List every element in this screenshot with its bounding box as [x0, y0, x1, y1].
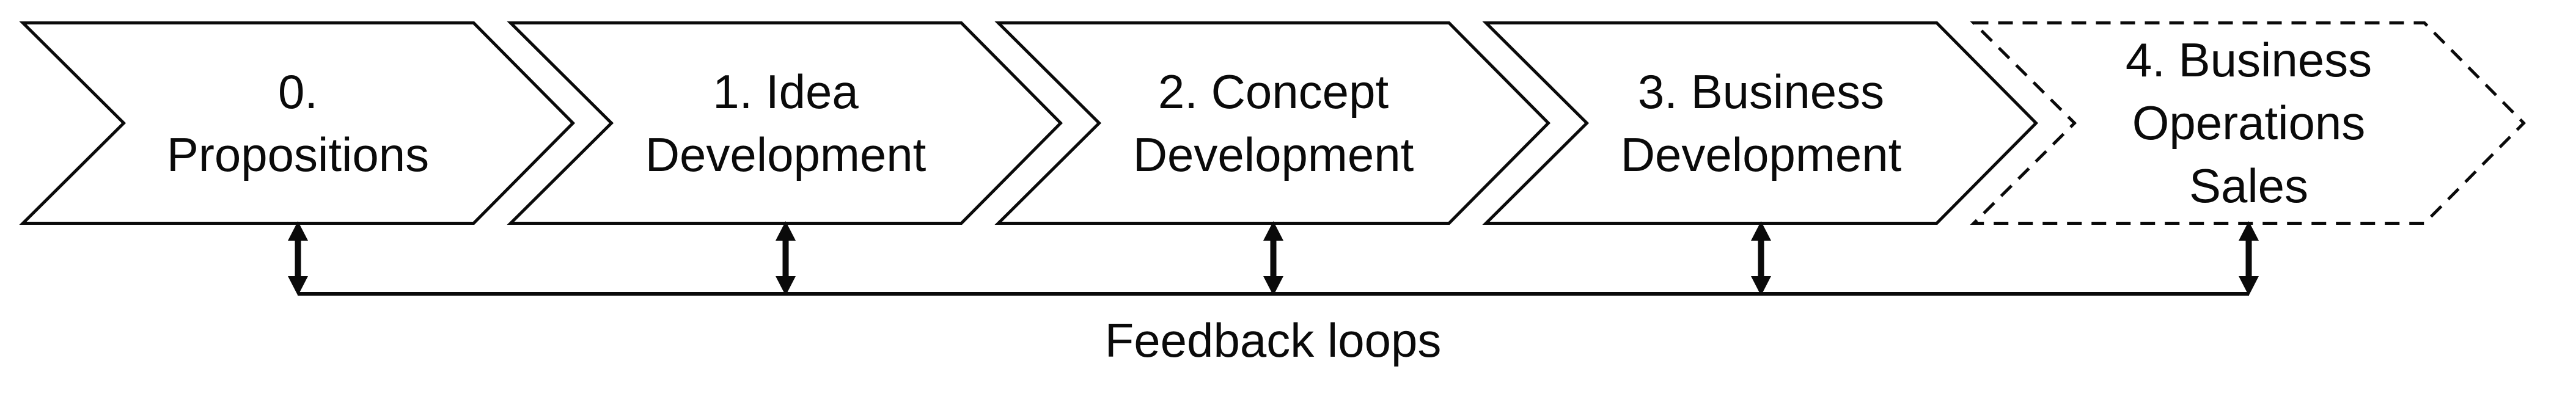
- process-stage-2: 2. Concept Development: [994, 21, 1551, 296]
- chevron-shape: [19, 21, 576, 225]
- process-stage-1: 1. Idea Development: [507, 21, 1063, 296]
- double-headed-arrow-icon: [1751, 221, 1771, 296]
- feedback-loops-label: Feedback loops: [1104, 313, 1442, 368]
- double-headed-arrow-icon: [288, 221, 308, 296]
- double-headed-arrow-icon: [776, 221, 796, 296]
- feedback-line: [298, 292, 2249, 296]
- process-stage-4: 4. Business Operations Sales: [1970, 21, 2526, 296]
- stage-label: 4. Business Operations Sales: [2125, 33, 2372, 213]
- stage-label: 3. Business Development: [1620, 64, 1902, 181]
- stage-label: 1. Idea Development: [645, 64, 927, 181]
- stage-label: 2. Concept Development: [1132, 64, 1414, 181]
- chevron-shape: [507, 21, 1063, 225]
- stage-label: 0. Propositions: [166, 64, 430, 181]
- process-stage-3: 3. Business Development: [1482, 21, 2039, 296]
- double-headed-arrow-icon: [1263, 221, 1283, 296]
- process-stage-0: 0. Propositions: [19, 21, 576, 296]
- double-headed-arrow-icon: [2239, 221, 2259, 296]
- chevron-shape: [1970, 21, 2526, 225]
- chevron-shape: [1482, 21, 2039, 225]
- chevron-shape: [994, 21, 1551, 225]
